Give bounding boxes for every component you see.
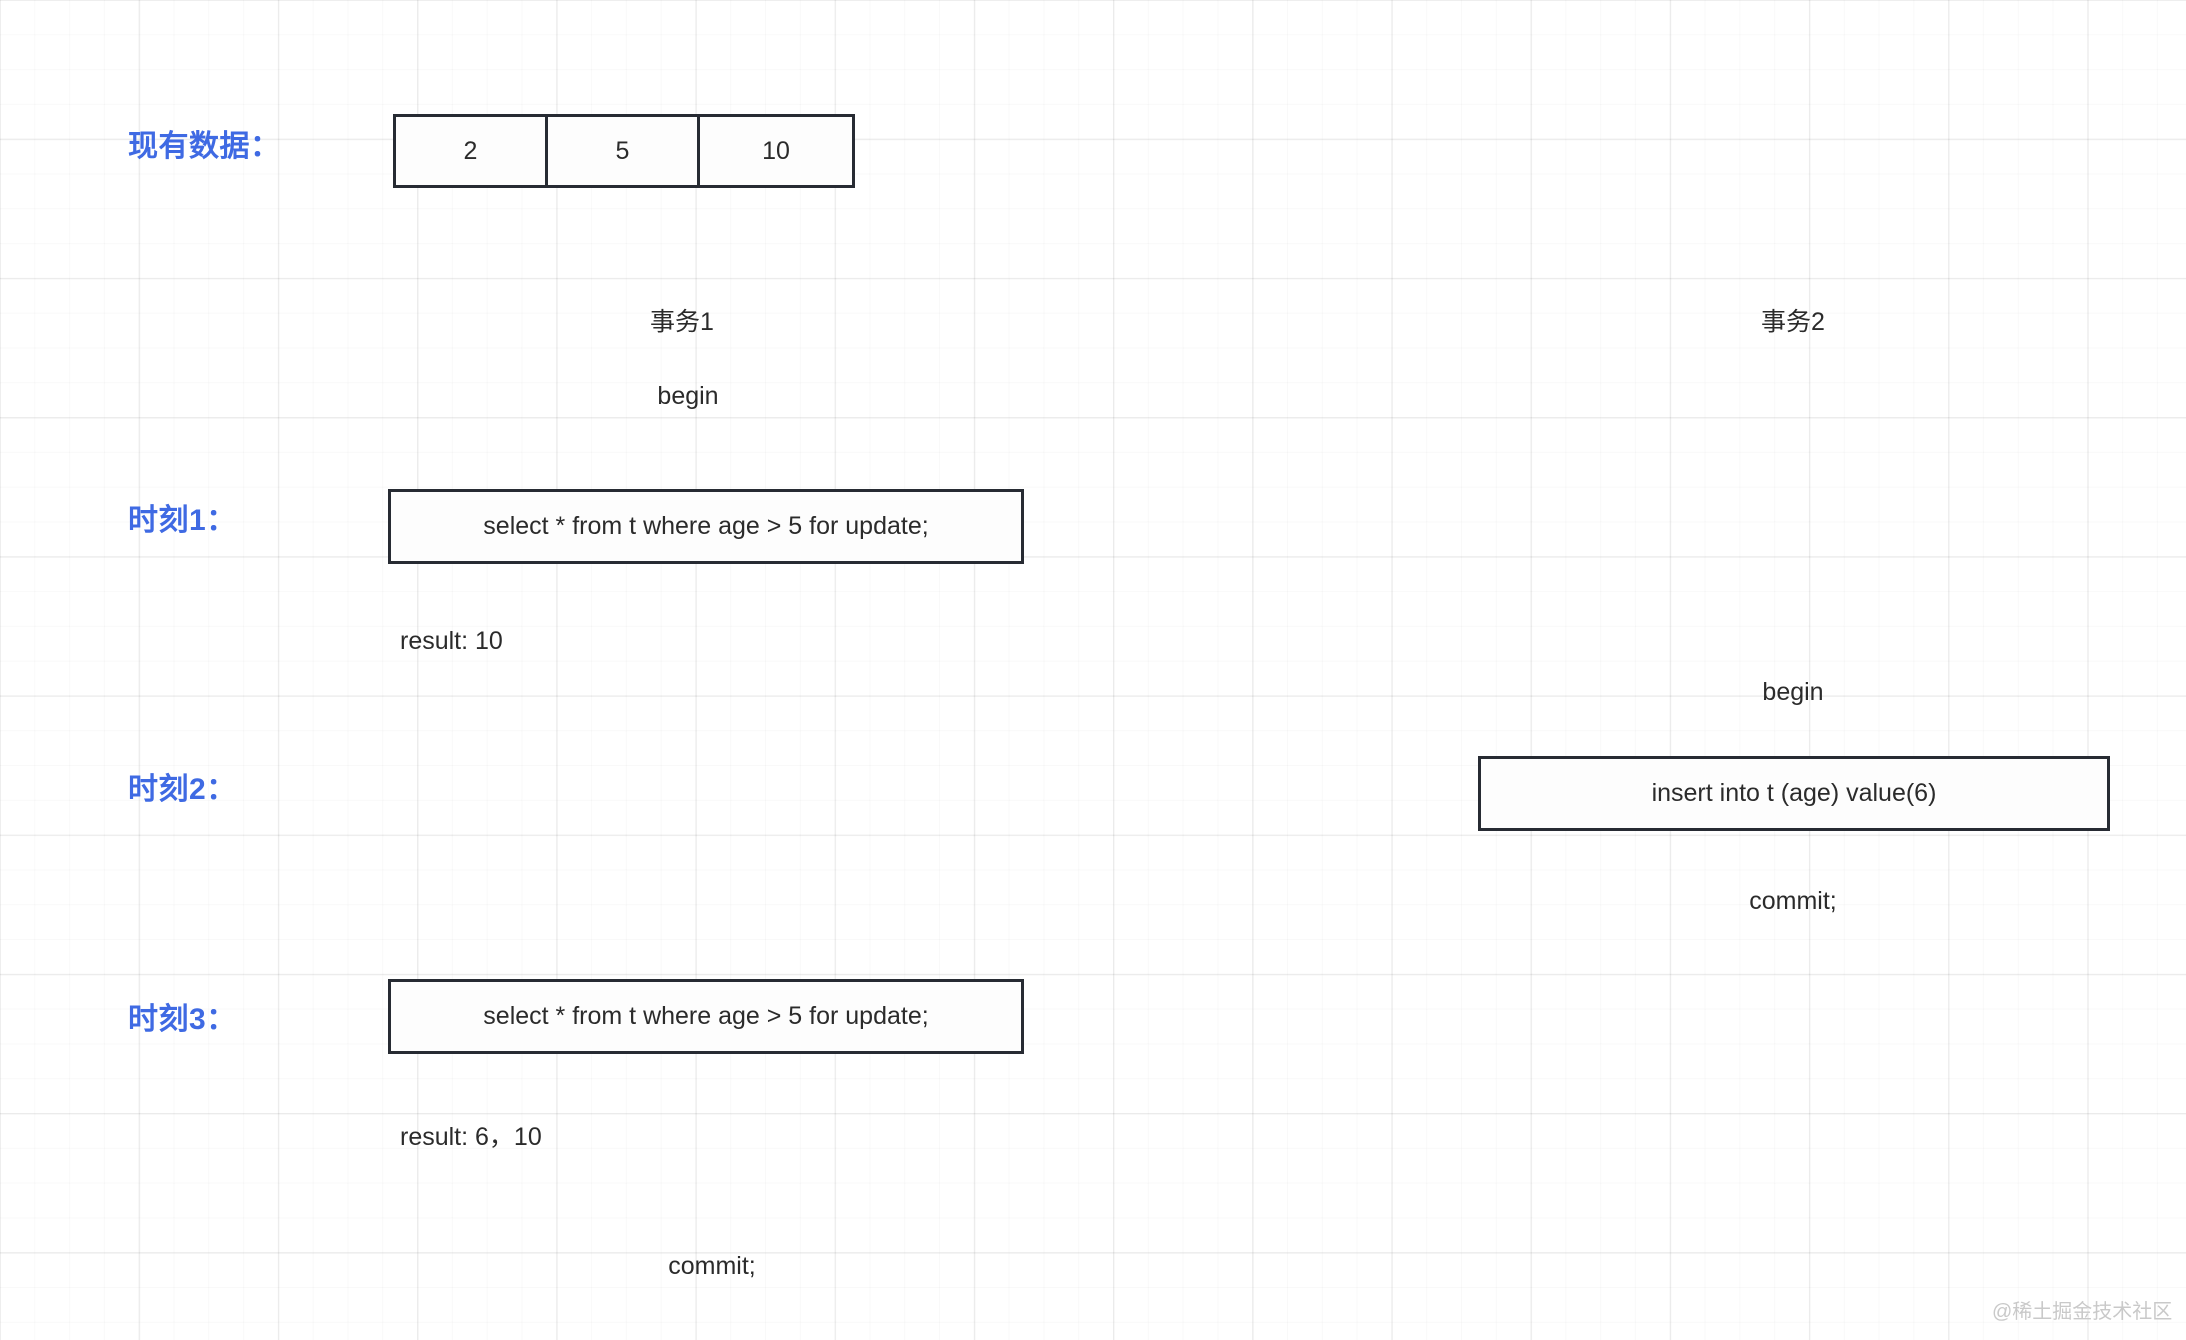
timeline-label-2: 时刻2： <box>128 773 237 806</box>
column-header-transaction-2: 事务2 <box>1761 308 1825 336</box>
txn1-result-time1: result: 10 <box>400 627 503 655</box>
txn1-commit-statement: commit; <box>668 1252 756 1280</box>
timeline-label-3: 时刻3： <box>128 1003 237 1036</box>
txn2-commit-statement: commit; <box>1749 887 1837 915</box>
txn1-select-box-time3: select * from t where age > 5 for update… <box>388 979 1024 1054</box>
existing-data-table: 2 5 10 <box>393 114 855 188</box>
table-cell: 5 <box>548 117 700 185</box>
timeline-label-1: 时刻1： <box>128 504 237 537</box>
txn1-select-box-time1: select * from t where age > 5 for update… <box>388 489 1024 564</box>
txn1-begin-statement: begin <box>657 382 719 410</box>
table-cell: 2 <box>396 117 548 185</box>
table-cell: 10 <box>762 136 790 165</box>
txn2-begin-statement: begin <box>1762 678 1824 706</box>
watermark: @稀土掘金技术社区 <box>1992 1301 2173 1323</box>
txn2-insert-box-time2: insert into t (age) value(6) <box>1478 756 2110 831</box>
txn1-result-time3: result: 6，10 <box>400 1123 542 1151</box>
column-header-transaction-1: 事务1 <box>650 308 714 336</box>
existing-data-label: 现有数据： <box>128 130 281 163</box>
